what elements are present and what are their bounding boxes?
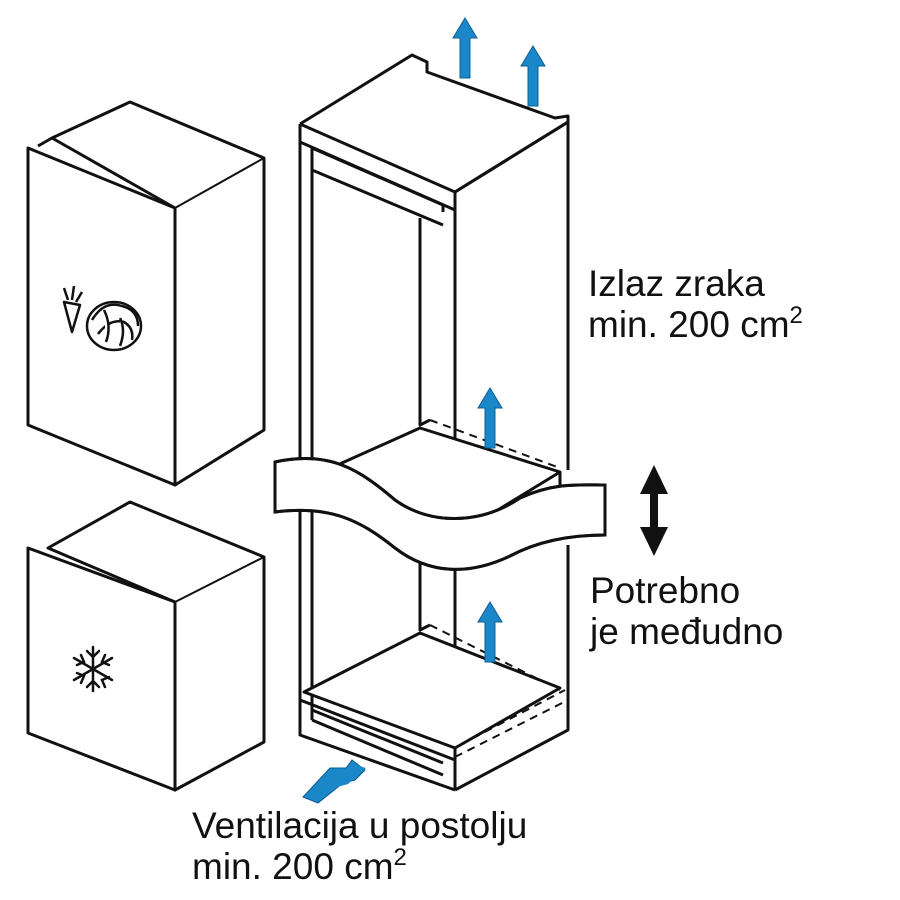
arrow-up-icon [452, 17, 478, 79]
break-line-bottom [274, 508, 606, 571]
spacing-required-line1: Potrebno [590, 570, 741, 611]
plinth-ventilation-title: Ventilacija u postolju [192, 805, 528, 846]
plinth-ventilation-label: Ventilacija u postolju min. 200 cm2 [192, 805, 527, 887]
snowflake-icon [72, 645, 114, 693]
spacing-required-label: Potrebno je međudno [590, 570, 783, 652]
air-outlet-label: Izlaz zraka min. 200 cm2 [588, 263, 803, 345]
air-outlet-title: Izlaz zraka [588, 263, 765, 304]
spacing-required-line2: je međudno [590, 611, 784, 652]
air-outlet-area: min. 200 cm2 [588, 302, 803, 346]
arrow-up-icon [477, 387, 503, 449]
cabinet-niche [298, 53, 570, 792]
break-line-top [274, 457, 606, 520]
arrow-right-icon [302, 759, 366, 804]
plinth-ventilation-area: min. 200 cm2 [192, 844, 407, 888]
bottom-shelf [302, 631, 562, 750]
fridge-door-panel [26, 100, 266, 487]
freezer-door-panel [26, 500, 266, 792]
cabbage-icon [85, 300, 143, 352]
carrot-icon [62, 285, 84, 334]
double-arrow-vertical-icon [640, 465, 668, 556]
arrow-up-icon [477, 601, 503, 663]
arrow-up-icon [520, 45, 546, 107]
